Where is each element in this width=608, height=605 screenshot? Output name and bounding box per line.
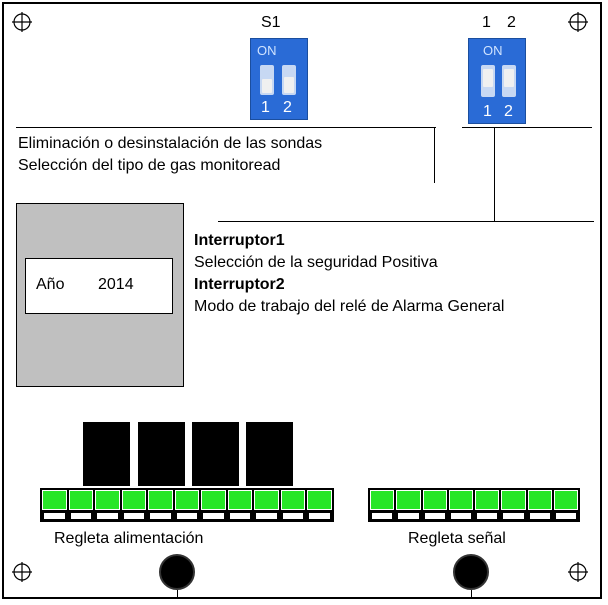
signal-terminal-slot-1: [372, 513, 393, 519]
s2-on-label: ON: [483, 43, 503, 58]
s2-knob-2[interactable]: [504, 69, 514, 87]
interruptor-2-title: Interruptor2: [194, 276, 285, 293]
power-terminal-slot-9: [256, 513, 277, 519]
s1-slot-2: [282, 65, 296, 95]
signal-terminal-slot-3: [424, 513, 445, 519]
interruptor-2-description: Modo de trabajo del relé de Alarma Gener…: [194, 298, 505, 315]
relay-1: [83, 422, 130, 486]
power-terminal-11[interactable]: [307, 490, 332, 510]
s2-leader-bottom: [218, 221, 594, 222]
power-terminal-strip: [40, 488, 334, 522]
power-terminal-slot-7: [203, 513, 224, 519]
dip-switch-s1[interactable]: ON 1 2: [250, 38, 308, 120]
s1-on-label: ON: [257, 43, 277, 58]
signal-terminal-slot-7: [529, 513, 550, 519]
power-terminal-slot-11: [309, 513, 330, 519]
annotation-line-1: Eliminación o desinstalación de las sond…: [18, 135, 323, 152]
signal-terminal-3[interactable]: [422, 490, 447, 510]
power-terminal-7[interactable]: [201, 490, 226, 510]
power-terminal-slot-3: [97, 513, 118, 519]
power-cable-gland: [159, 554, 195, 590]
relay-3: [192, 422, 239, 486]
signal-terminal-7[interactable]: [527, 490, 552, 510]
power-terminal-9[interactable]: [254, 490, 279, 510]
year-label-box: Año 2014: [25, 258, 173, 314]
interruptor-1-title: Interruptor1: [194, 232, 285, 249]
s2-num-2: 2: [504, 103, 513, 120]
signal-terminal-strip: [368, 488, 580, 522]
power-terminal-slot-4: [123, 513, 145, 519]
relay-4: [246, 422, 293, 486]
power-terminal-5[interactable]: [148, 490, 173, 510]
year-label: Año: [36, 276, 65, 293]
power-terminal-8[interactable]: [227, 490, 253, 510]
signal-cable-gland: [453, 554, 489, 590]
s1-knob-2[interactable]: [284, 77, 294, 93]
signal-terminal-slot-5: [477, 513, 498, 519]
power-terminal-slot-1: [44, 513, 65, 519]
gray-component: Año 2014: [16, 203, 184, 387]
power-terminal-slot-2: [70, 513, 92, 519]
top-right-crosshair-icon: [568, 12, 588, 32]
signal-terminal-8[interactable]: [553, 490, 578, 510]
power-terminal-6[interactable]: [174, 490, 200, 510]
s2-leader-vertical: [494, 127, 495, 221]
s2-header-1: 1: [482, 14, 491, 31]
power-cable-wire: [177, 590, 178, 598]
s1-slot-1: [260, 65, 274, 95]
s2-slot-1: [481, 65, 495, 97]
power-terminal-2[interactable]: [68, 490, 94, 510]
bottom-left-crosshair-icon: [12, 562, 32, 582]
s2-header-2: 2: [507, 14, 516, 31]
signal-terminal-label: Regleta señal: [408, 530, 506, 547]
relay-2: [138, 422, 185, 486]
signal-cable-wire: [471, 590, 472, 598]
power-terminal-1[interactable]: [42, 490, 67, 510]
power-terminal-4[interactable]: [121, 490, 147, 510]
annotation-line-2: Selección del tipo de gas monitoread: [18, 157, 281, 174]
s2-num-1: 1: [483, 103, 492, 120]
power-terminal-slot-8: [229, 513, 251, 519]
signal-terminal-slot-6: [503, 513, 524, 519]
signal-terminal-slot-4: [450, 513, 471, 519]
s2-leader-horizontal: [462, 127, 592, 128]
signal-terminal-6[interactable]: [501, 490, 526, 510]
signal-terminal-1[interactable]: [370, 490, 395, 510]
s2-knob-1[interactable]: [483, 69, 493, 87]
year-value: 2014: [98, 276, 134, 293]
s1-label: S1: [261, 14, 281, 31]
signal-terminal-slot-8: [555, 513, 576, 519]
signal-terminal-5[interactable]: [475, 490, 500, 510]
power-terminal-slot-6: [176, 513, 198, 519]
s1-leader-horizontal: [16, 127, 436, 128]
s1-num-2: 2: [283, 99, 292, 116]
top-left-crosshair-icon: [12, 12, 32, 32]
s1-knob-1[interactable]: [262, 79, 272, 93]
s1-leader-vertical: [434, 127, 435, 183]
signal-terminal-2[interactable]: [396, 490, 421, 510]
power-terminal-10[interactable]: [280, 490, 306, 510]
interruptor-1-description: Selección de la seguridad Positiva: [194, 254, 438, 271]
power-terminal-label: Regleta alimentación: [54, 530, 204, 547]
s2-slot-2: [502, 65, 516, 97]
s1-num-1: 1: [261, 99, 270, 116]
bottom-right-crosshair-icon: [568, 562, 588, 582]
power-terminal-slot-10: [282, 513, 304, 519]
dip-switch-s2[interactable]: ON 1 2: [468, 38, 526, 124]
signal-terminal-slot-2: [398, 513, 419, 519]
circuit-board: S1 ON 1 2 1 2 ON 1 2 Eliminación o desin…: [2, 2, 602, 599]
power-terminal-slot-5: [150, 513, 171, 519]
power-terminal-3[interactable]: [95, 490, 120, 510]
signal-terminal-4[interactable]: [448, 490, 473, 510]
